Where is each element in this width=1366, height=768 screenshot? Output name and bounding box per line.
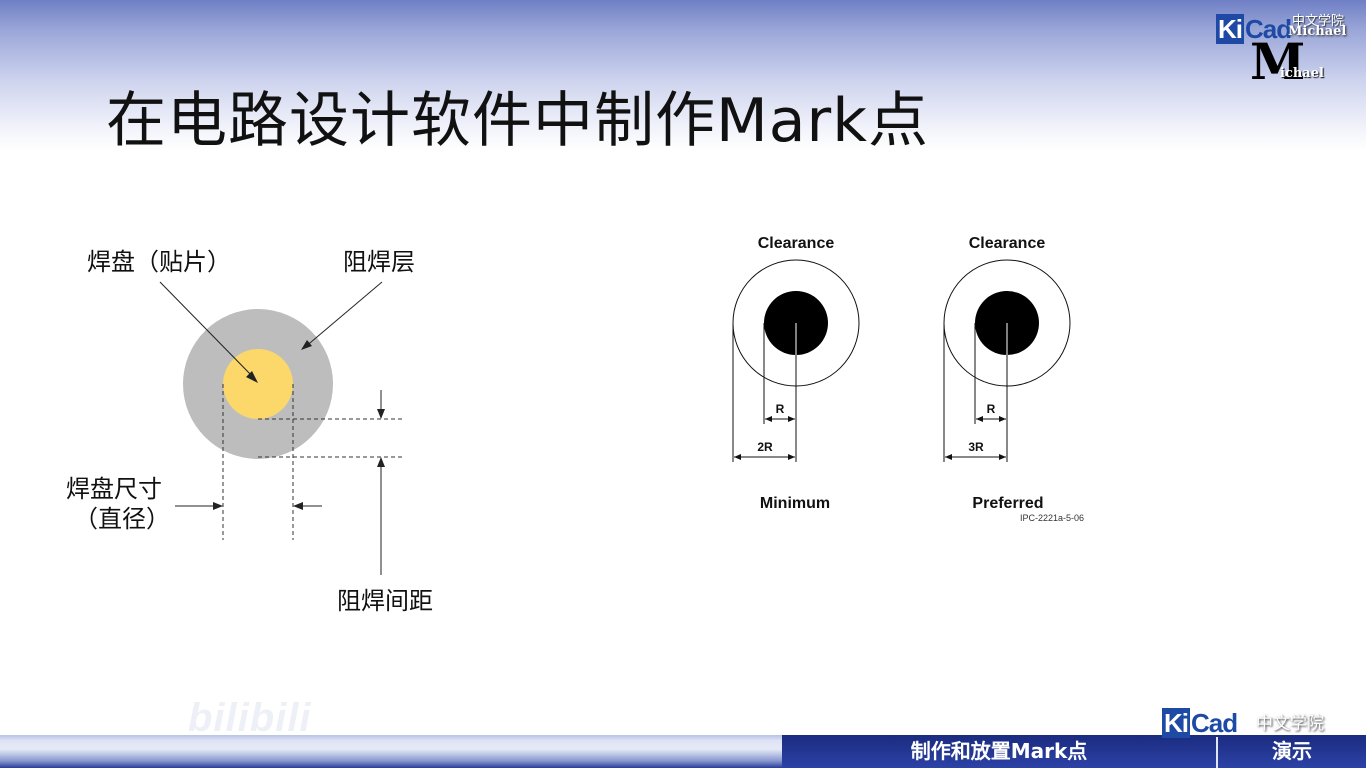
clearance-arrowhead-top (377, 409, 385, 419)
kicad-logo-ki: Ki (1216, 14, 1244, 44)
kicad-bottom-ki: Ki (1162, 708, 1190, 738)
preferred-clearance-label: Clearance (969, 235, 1046, 252)
kicad-logo-cad: Cad (1245, 14, 1292, 44)
slide-title: 在电路设计软件中制作Mark点 (106, 86, 929, 156)
preferred-span-arrow-right (999, 454, 1006, 460)
minimum-fiducial: Clearance R 2R Minimum (732, 235, 860, 512)
preferred-caption: Preferred (972, 495, 1043, 512)
mask-pointer-arrowhead (301, 340, 312, 350)
pad-circle (223, 349, 293, 419)
bottom-left-strip (0, 735, 782, 768)
mask-clearance-label: 阻焊间距 (337, 587, 433, 615)
mask-label: 阻焊层 (343, 248, 415, 276)
minimum-span-arrow-right (788, 454, 795, 460)
bilibili-watermark: bilibili (188, 696, 312, 740)
minimum-r-arrow-left (765, 416, 772, 422)
pad-mask-diagram: 焊盘（贴片） 阻焊层 焊盘尺寸 （直径） 阻焊间距 (66, 248, 433, 615)
pad-pointer-line (159, 281, 257, 381)
preferred-r-arrow-right (999, 416, 1006, 422)
preferred-fiducial: Clearance R 3R Preferred (943, 235, 1071, 512)
preferred-r-arrow-left (976, 416, 983, 422)
preferred-span-label: 3R (968, 440, 984, 454)
ipc-reference: IPC-2221a-5-06 (1020, 513, 1084, 523)
logo-ichael-text: ichael (1280, 66, 1324, 81)
pad-size-sublabel: （直径） (74, 505, 170, 533)
pad-size-label: 焊盘尺寸 (66, 475, 162, 503)
logo-m-letter: M (1250, 32, 1306, 91)
preferred-span-arrow-left (945, 454, 952, 460)
pad-size-arrowhead-right (293, 502, 303, 510)
kicad-bottom-cn: 中文学院 (1256, 714, 1324, 734)
minimum-r-arrow-right (788, 416, 795, 422)
minimum-r-label: R (776, 402, 785, 416)
kicad-bottom-cad: Cad (1191, 708, 1238, 738)
logo-michael-text: Michael (1288, 24, 1347, 39)
minimum-span-label: 2R (757, 440, 773, 454)
minimum-clearance-label: Clearance (758, 235, 835, 252)
logo-cn-text: 中文学院 (1292, 14, 1345, 29)
preferred-r-label: R (987, 402, 996, 416)
minimum-caption: Minimum (760, 495, 830, 512)
bottom-separator (1216, 737, 1218, 768)
pad-label: 焊盘（贴片） (87, 248, 231, 276)
bottom-topic-label: 制作和放置Mark点 (910, 739, 1088, 763)
pad-pointer-arrowhead (246, 371, 258, 383)
pad-size-arrowhead-left (213, 502, 223, 510)
header-gradient (0, 0, 1366, 150)
minimum-span-arrow-left (734, 454, 741, 460)
mask-pointer-line (303, 281, 383, 349)
bottom-demo-label: 演示 (1272, 739, 1312, 763)
ipc-fiducial-diagram: Clearance R 2R Minimum Clearance R 3R Pr… (732, 235, 1084, 523)
clearance-arrowhead-bottom (377, 457, 385, 467)
